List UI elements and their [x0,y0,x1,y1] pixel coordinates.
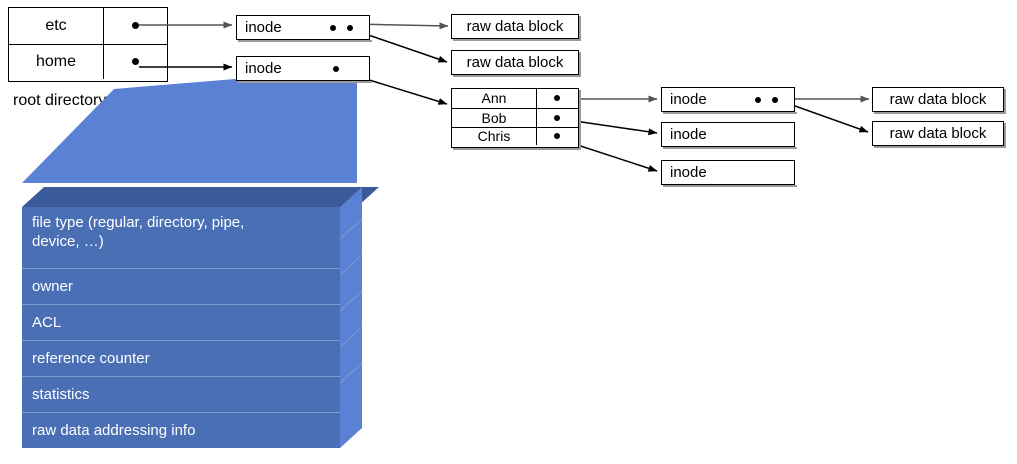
box-shadow [579,52,581,77]
pointer-dot-icon [772,97,778,103]
inode-label: inode [245,19,282,36]
box-shadow [663,147,797,149]
home-entry-pointer-ann [537,89,577,108]
box-shadow [1004,89,1006,114]
raw-data-block-label: raw data block [466,18,564,35]
box-shadow [1004,123,1006,148]
inode-field-statistics: statistics [22,377,340,413]
home-entry-name-ann: Ann [452,89,537,108]
root-directory-caption: root directory [13,92,107,109]
home-directory-table: Ann Bob Chris [451,88,579,148]
box-shadow [453,148,581,150]
table-row: Bob [452,107,578,127]
block-front-face: file type (regular, directory, pipe, dev… [22,207,340,448]
box-shadow [579,16,581,41]
box-shadow [663,185,797,187]
root-entry-name-etc: etc [9,8,104,44]
inode-box-chris: inode [661,160,795,185]
box-shadow [453,39,581,41]
box-shadow [663,112,797,114]
inode-label: inode [670,164,707,181]
raw-data-block-label: raw data block [889,91,987,108]
inode-field-file-type: file type (regular, directory, pipe, dev… [22,207,340,269]
home-entry-name-bob: Bob [452,108,537,127]
inode-box-bob: inode [661,122,795,147]
table-row: etc [9,8,167,44]
inode-label: inode [245,60,282,77]
box-shadow [238,81,372,83]
home-entry-label: Bob [481,109,507,126]
home-entry-label: Ann [481,90,507,107]
pointer-dot-icon [131,22,139,30]
box-shadow [579,90,581,148]
inode-field-file-type-line1: file type (regular, directory, pipe, [32,214,245,231]
block-top-face [22,187,379,207]
inode-box-ann: inode [661,87,795,112]
inode-field-raw-data-addressing-info: raw data addressing info [32,422,196,440]
inode-label: inode [670,91,707,108]
pointer-dot-icon [755,97,761,103]
root-entry-label: home [35,52,77,70]
block-side-face [339,187,363,448]
raw-data-block-label: raw data block [889,125,987,142]
inode-field-owner: owner [22,269,340,305]
home-entry-name-chris: Chris [452,127,537,146]
pointer-dot-icon [347,25,353,31]
inode-box-home: inode [236,56,370,81]
inode-field-acl: ACL [22,305,340,341]
pointer-dot-icon [333,66,339,72]
pointer-dot-icon [330,25,336,31]
root-entry-label: etc [45,16,67,34]
root-entry-name-home: home [9,44,104,80]
pointer-dot-icon [554,133,560,140]
box-shadow [453,75,581,77]
perspective-wedge [22,69,357,183]
raw-data-block-ann-2: raw data block [872,121,1004,146]
root-entry-pointer-home [104,45,166,80]
box-shadow [238,40,372,42]
home-entry-pointer-bob [537,109,577,127]
table-row: home [9,43,167,80]
raw-data-block-etc-1: raw data block [451,14,579,39]
inode-field-file-type-line2: device, …) [32,233,104,251]
raw-data-block-ann-1: raw data block [872,87,1004,112]
table-row: Ann [452,89,578,108]
table-row: Chris [452,126,578,146]
box-shadow [874,146,1006,148]
root-directory-table: etc home [8,7,168,82]
raw-data-block-etc-2: raw data block [451,50,579,75]
pointer-dot-icon [131,58,139,66]
root-entry-pointer-etc [104,8,166,44]
inode-field-reference-counter: reference counter [22,341,340,377]
pointer-dot-icon [554,95,560,102]
inode-box-etc: inode [236,15,370,40]
raw-data-block-label: raw data block [466,54,564,71]
home-entry-pointer-chris [537,128,577,146]
pointer-dot-icon [554,114,560,121]
home-entry-label: Chris [477,128,511,145]
inode-detail-block: file type (regular, directory, pipe, dev… [0,69,380,464]
inode-label: inode [670,126,707,143]
box-shadow [874,112,1006,114]
